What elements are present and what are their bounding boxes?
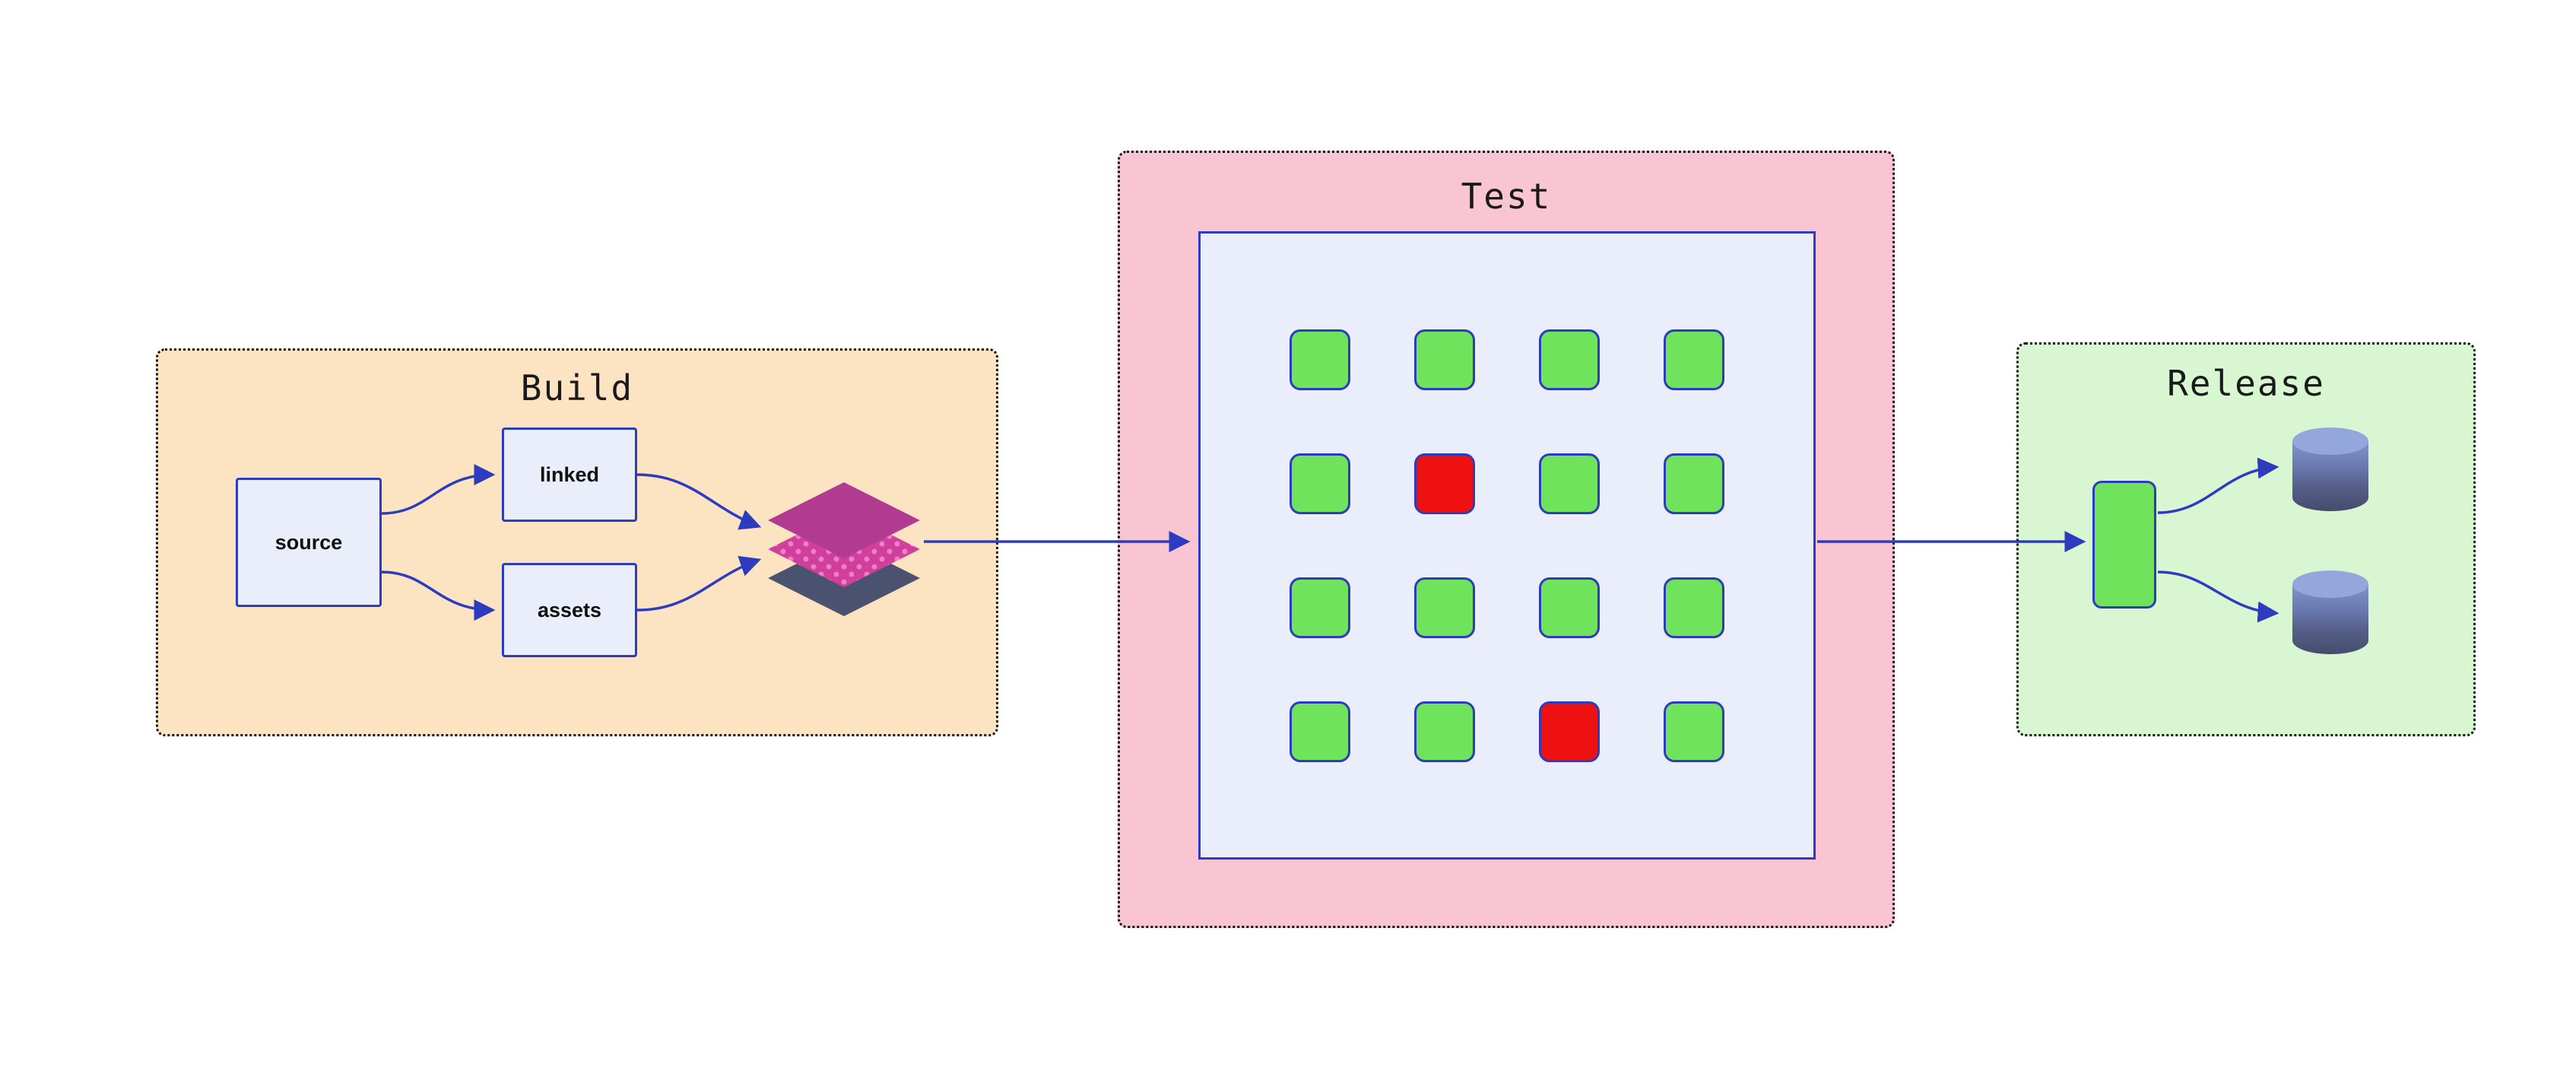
- layer-top: [768, 482, 920, 558]
- test-cell-pass: [1290, 701, 1350, 762]
- test-cell-pass: [1539, 453, 1600, 514]
- release-title: Release: [2167, 363, 2325, 404]
- test-cell-pass: [1664, 577, 1724, 638]
- release-section: Release: [2016, 342, 2476, 736]
- linked-node: linked: [502, 428, 637, 522]
- test-cell-pass: [1664, 701, 1724, 762]
- source-node-label: source: [274, 530, 343, 554]
- test-cell-fail: [1539, 701, 1600, 762]
- database-icon: [2281, 420, 2380, 519]
- test-cell-pass: [1290, 577, 1350, 638]
- test-cell-pass: [1539, 577, 1600, 638]
- test-cell-pass: [1290, 453, 1350, 514]
- linked-node-label: linked: [539, 462, 600, 486]
- database-icon: [2281, 563, 2380, 662]
- test-cell-pass: [1414, 701, 1475, 762]
- test-cell-fail: [1414, 453, 1475, 514]
- test-cell-pass: [1414, 577, 1475, 638]
- build-title: Build: [520, 367, 634, 408]
- test-grid: [1290, 329, 1724, 762]
- test-cell-pass: [1664, 453, 1724, 514]
- assets-node: assets: [502, 563, 637, 657]
- test-cell-pass: [1414, 329, 1475, 390]
- source-node: source: [236, 478, 382, 607]
- test-title: Test: [1461, 176, 1552, 217]
- layer-stack-icon: [749, 456, 939, 631]
- test-cell-pass: [1664, 329, 1724, 390]
- test-cell-pass: [1539, 329, 1600, 390]
- test-cell-pass: [1290, 329, 1350, 390]
- package-icon: [2092, 481, 2156, 609]
- assets-node-label: assets: [537, 598, 602, 621]
- test-panel: [1198, 231, 1816, 860]
